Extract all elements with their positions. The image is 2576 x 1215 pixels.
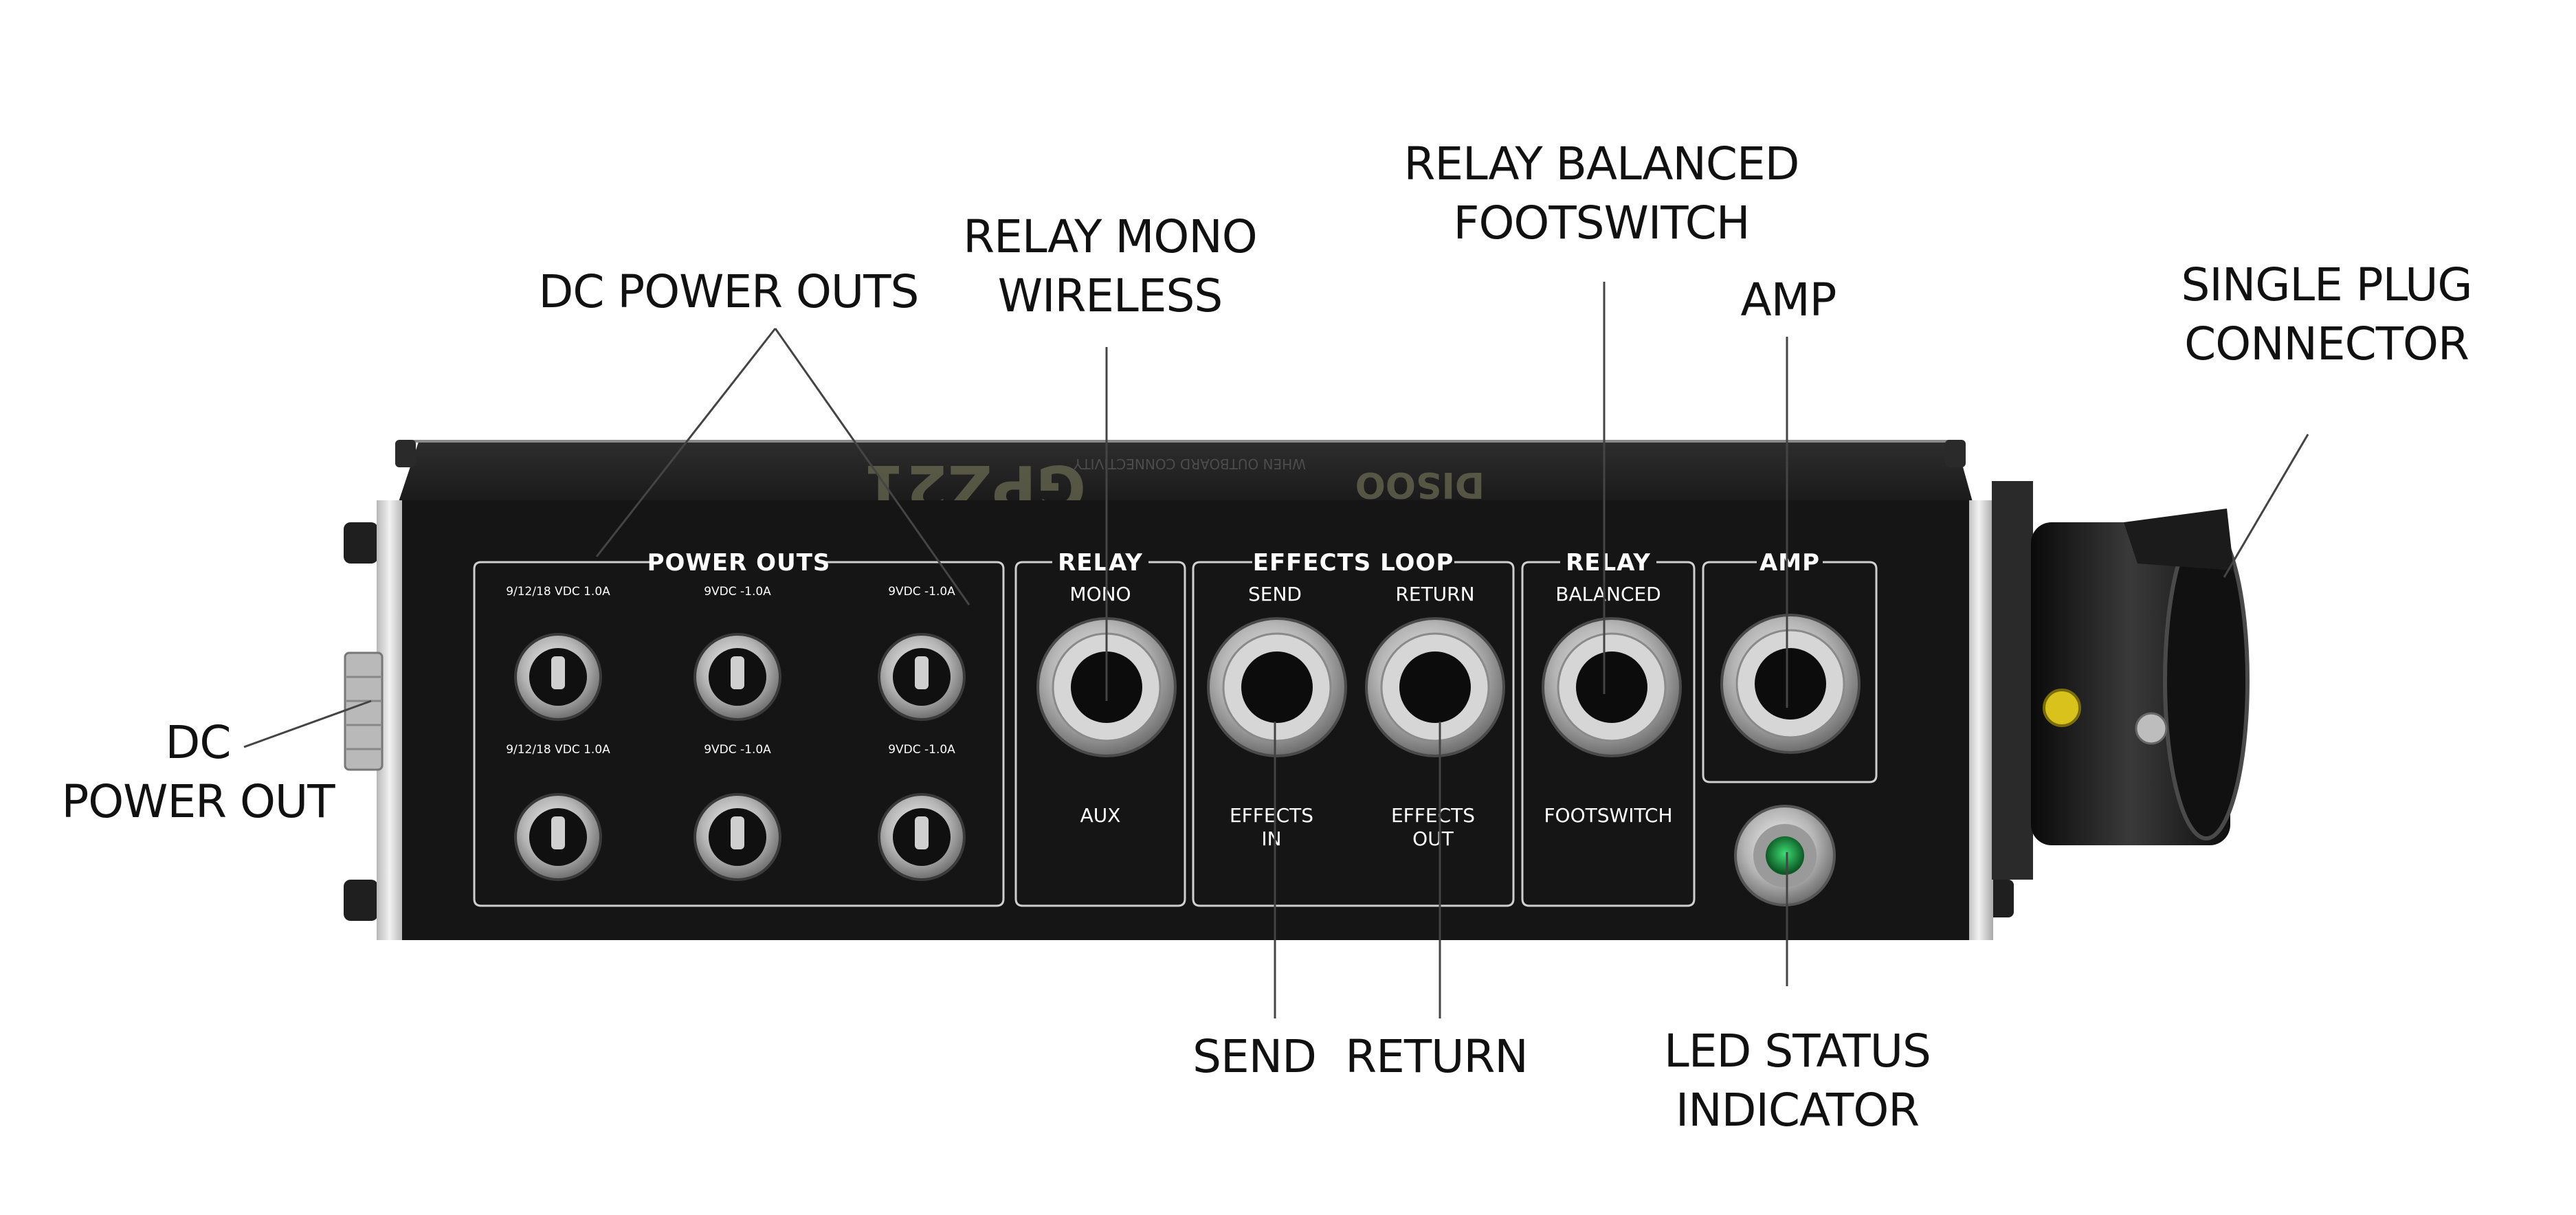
callout-text: DC bbox=[165, 716, 232, 769]
panel-jacks bbox=[514, 614, 1861, 881]
effects-send-top-label: SEND bbox=[1248, 583, 1302, 605]
relay-balanced-bottom-label: FOOTSWITCH bbox=[1544, 804, 1672, 827]
callout-dc-power-out: DC POWER OUT bbox=[61, 713, 335, 832]
callout-text: POWER OUT bbox=[61, 775, 335, 828]
power-out-rating: 9/12/18 VDC 1.0A bbox=[506, 743, 610, 757]
callout-text: SEND bbox=[1192, 1030, 1317, 1083]
power-out-rating: 9VDC -1.0A bbox=[888, 585, 955, 599]
led-status-light bbox=[1766, 836, 1804, 875]
callout-text: DC POWER OUTS bbox=[538, 265, 920, 318]
dc-jack-pin bbox=[915, 656, 929, 689]
relay-mono-section-outline bbox=[1014, 561, 1186, 907]
callout-text: RELAY BALANCED bbox=[1403, 137, 1799, 190]
callout-text: RELAY MONO bbox=[963, 210, 1257, 263]
effects-loop-section-outline bbox=[1192, 561, 1515, 907]
effects-send-jack-hole bbox=[1241, 651, 1313, 723]
effects-loop-section-title: EFFECTS LOOP bbox=[1253, 549, 1454, 577]
callout-text: FOOTSWITCH bbox=[1453, 197, 1751, 249]
callout-single-plug-connector: SINGLE PLUG CONNECTOR bbox=[2181, 256, 2472, 374]
effects-return-bottom-label: OUT bbox=[1412, 827, 1454, 850]
dc-jack-pin bbox=[731, 656, 744, 689]
power-out-rating: 9VDC -1.0A bbox=[704, 743, 771, 757]
dc-jack-pin bbox=[551, 656, 565, 689]
callout-relay-mono-wireless: RELAY MONO WIRELESS bbox=[963, 208, 1257, 326]
connector-screw bbox=[2135, 712, 2168, 745]
effects-send-bottom-label: IN bbox=[1261, 827, 1281, 850]
connector-face bbox=[2163, 520, 2250, 840]
effects-return-top-label: RETURN bbox=[1395, 583, 1474, 605]
power-out-rating: 9VDC -1.0A bbox=[704, 585, 771, 599]
callout-relay-balanced-footswitch: RELAY BALANCED FOOTSWITCH bbox=[1403, 135, 1799, 253]
connector-tab bbox=[2124, 509, 2234, 570]
callout-text: LED STATUS bbox=[1664, 1025, 1931, 1078]
power-outs-section-title: POWER OUTS bbox=[647, 549, 831, 577]
effects-return-bottom-label: EFFECTS bbox=[1391, 804, 1475, 827]
callout-text: INDICATOR bbox=[1675, 1084, 1920, 1137]
panel-labels: POWER OUTS 9/12/18 VDC 1.0A 9VDC -1.0A 9VDC… bbox=[506, 549, 1820, 850]
relay-mono-top-label: MONO bbox=[1069, 583, 1131, 605]
leader-lines bbox=[243, 282, 2309, 1018]
amp-section-outline bbox=[1702, 561, 1878, 783]
relay-balanced-top-label: BALANCED bbox=[1555, 583, 1661, 605]
relay-mono-section-title: RELAY bbox=[1058, 549, 1143, 577]
relay-mono-bottom-label: AUX bbox=[1080, 804, 1121, 827]
power-out-rating: 9/12/18 VDC 1.0A bbox=[506, 585, 610, 599]
callout-text: AMP bbox=[1740, 274, 1837, 326]
relay-balanced-section-outline bbox=[1521, 561, 1696, 907]
power-out-rating: 9VDC -1.0A bbox=[888, 743, 955, 757]
callout-text: RETURN bbox=[1345, 1030, 1528, 1083]
bolt bbox=[344, 522, 378, 564]
callout-text: SINGLE PLUG bbox=[2181, 258, 2472, 311]
bolt bbox=[344, 880, 378, 921]
leader-dc-power-outs-b bbox=[774, 328, 970, 605]
callout-send: SEND bbox=[1192, 1027, 1317, 1086]
callout-text: WIRELESS bbox=[997, 269, 1223, 322]
power-outs-section-outline bbox=[473, 561, 1005, 907]
panel-sections bbox=[473, 561, 1878, 907]
callout-led-status-indicator: LED STATUS INDICATOR bbox=[1664, 1022, 1931, 1140]
relay-balanced-jack-hole bbox=[1576, 651, 1647, 723]
side-dc-jack bbox=[344, 651, 384, 771]
dc-jack-pin bbox=[731, 816, 744, 849]
callout-return: RETURN bbox=[1345, 1027, 1528, 1086]
callout-dc-power-outs: DC POWER OUTS bbox=[538, 263, 920, 322]
top-plate-brand: DISOO bbox=[1355, 464, 1485, 505]
leader-single-plug bbox=[2223, 434, 2309, 578]
amp-jack-hole bbox=[1755, 648, 1826, 720]
bolt bbox=[395, 440, 416, 467]
effects-return-jack-hole bbox=[1399, 651, 1471, 723]
effects-send-bottom-label: EFFECTS bbox=[1230, 804, 1313, 827]
relay-balanced-section-title: RELAY bbox=[1566, 549, 1651, 577]
callout-text: CONNECTOR bbox=[2184, 317, 2469, 370]
connector-yellow-dot bbox=[2043, 689, 2081, 727]
dc-jack-pin bbox=[551, 816, 565, 849]
right-end-cap bbox=[1967, 500, 1993, 940]
amp-section-title: AMP bbox=[1759, 549, 1820, 577]
top-plate-subtitle: WHEN OUTBOARD CONNECTIVITY bbox=[1073, 456, 1306, 472]
callout-amp: AMP bbox=[1740, 271, 1837, 330]
bolt bbox=[1945, 440, 1966, 467]
right-block bbox=[1992, 481, 2033, 880]
dc-jack-pin bbox=[915, 816, 929, 849]
top-plate bbox=[399, 440, 1973, 502]
leader-dc-power-out bbox=[243, 700, 372, 748]
leader-dc-power-outs-a bbox=[595, 328, 777, 557]
